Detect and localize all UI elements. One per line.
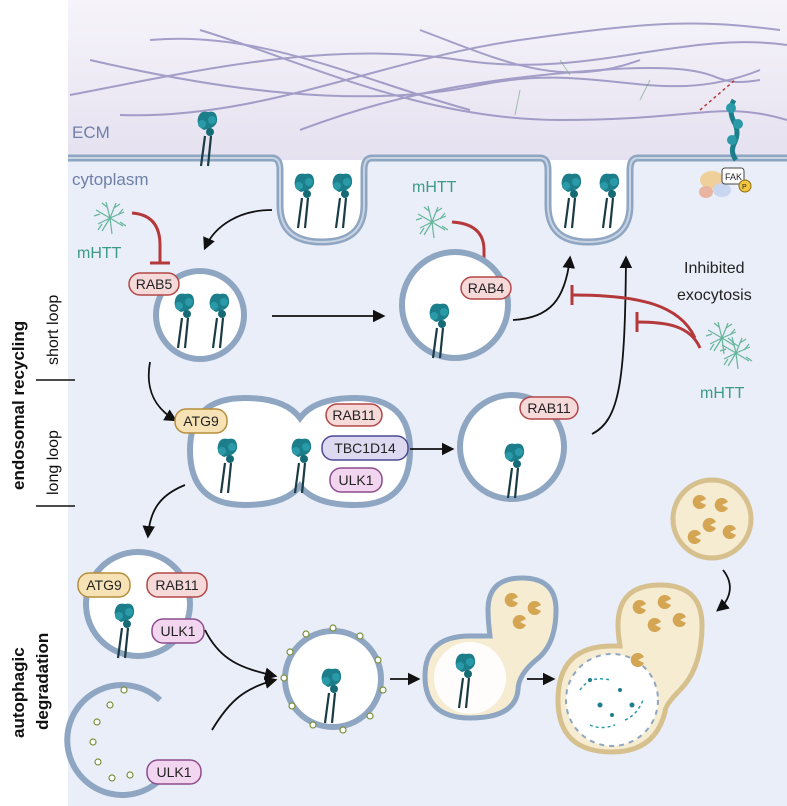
atg9-badge: [77, 572, 131, 598]
endosomal-recycling-label: endosomal recycling: [9, 321, 28, 490]
rab5-label: RAB5: [136, 276, 173, 292]
phagophore-vesicles: [89, 686, 134, 782]
inhibition-bar-icon: [636, 320, 702, 349]
atg9-label-long: ATG9: [183, 413, 219, 429]
rab4-endosome: [399, 249, 511, 361]
short-loop-label: short loop: [45, 295, 62, 365]
rab11-label-right: RAB11: [527, 400, 571, 416]
cytoplasm-label: cytoplasm: [72, 170, 149, 189]
tbc1d14-label: TBC1D14: [334, 440, 396, 456]
rab11-badge: [325, 403, 383, 427]
merge-arrow-bottom: [211, 676, 278, 731]
ecm-fibers: [69, 22, 787, 131]
inhibition-bar-icon: [451, 220, 486, 265]
rab4-badge: [460, 276, 512, 300]
tbc1d14-badge: [321, 435, 409, 461]
rab11-badge: [519, 396, 579, 420]
long-loop-label: long loop: [45, 430, 62, 495]
rab11-badge: [146, 572, 208, 598]
to-autophagy-arrow: [142, 484, 186, 539]
merge-arrow-top: [204, 629, 278, 680]
ulk1-label-long: ULK1: [338, 472, 373, 488]
atg9-badge: [174, 408, 228, 434]
inhibition-bar-icon: [131, 211, 162, 262]
cytoplasm-region: [68, 158, 787, 806]
inhibited-label-line2: exocytosis: [677, 287, 752, 304]
ulk1-badge: [151, 618, 205, 644]
rab5-badge: [128, 272, 180, 296]
fak-phospho-label: P: [742, 184, 747, 191]
rab11-label-long: RAB11: [332, 407, 376, 423]
autophagic-label: autophagic: [9, 647, 28, 738]
fak-complex-icon: FAK P: [699, 79, 752, 198]
rab4-label: RAB4: [468, 280, 505, 296]
mhtt-label-center: mHTT: [412, 179, 457, 196]
ulk1-label-phagophore: ULK1: [156, 764, 191, 780]
inhibited-label-line1: Inhibited: [684, 260, 745, 277]
phagophore: [64, 682, 163, 798]
recycling-arrow-short: [512, 255, 576, 321]
to-long-loop-arrow: [147, 361, 178, 422]
degraded-cargo: [579, 678, 644, 729]
fak-label: FAK: [725, 172, 742, 182]
degradation-label: degradation: [33, 633, 52, 730]
ulk1-badge: [146, 759, 202, 785]
atg9-label-auto: ATG9: [86, 577, 122, 593]
inhibition-bar-icon: [571, 293, 697, 339]
ulk1-badge: [329, 467, 383, 493]
lysosome-fusion-arrow: [716, 569, 731, 612]
ulk1-label-auto: ULK1: [160, 623, 195, 639]
ecm-label: ECM: [72, 123, 110, 142]
mhtt-label-right: mHTT: [700, 385, 745, 402]
endocytosis-arrow: [203, 209, 273, 251]
rab11-label-auto: RAB11: [155, 577, 199, 593]
mhtt-label-left: mHTT: [77, 245, 122, 262]
